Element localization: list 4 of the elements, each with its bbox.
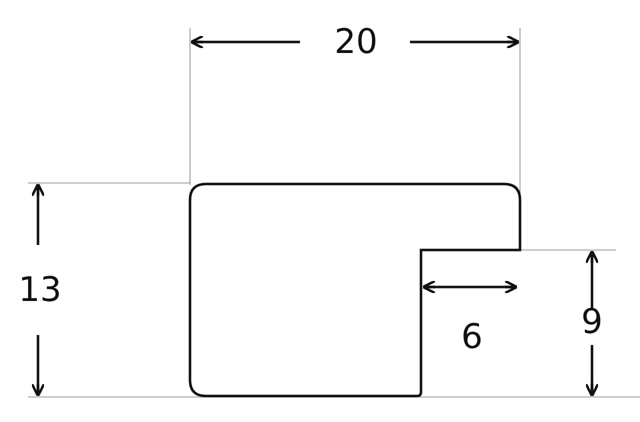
- dimension-label: 13: [18, 273, 62, 307]
- dimension-label: 9: [581, 305, 603, 339]
- dimension-label: 6: [461, 320, 483, 354]
- dimension-label: 20: [334, 25, 378, 59]
